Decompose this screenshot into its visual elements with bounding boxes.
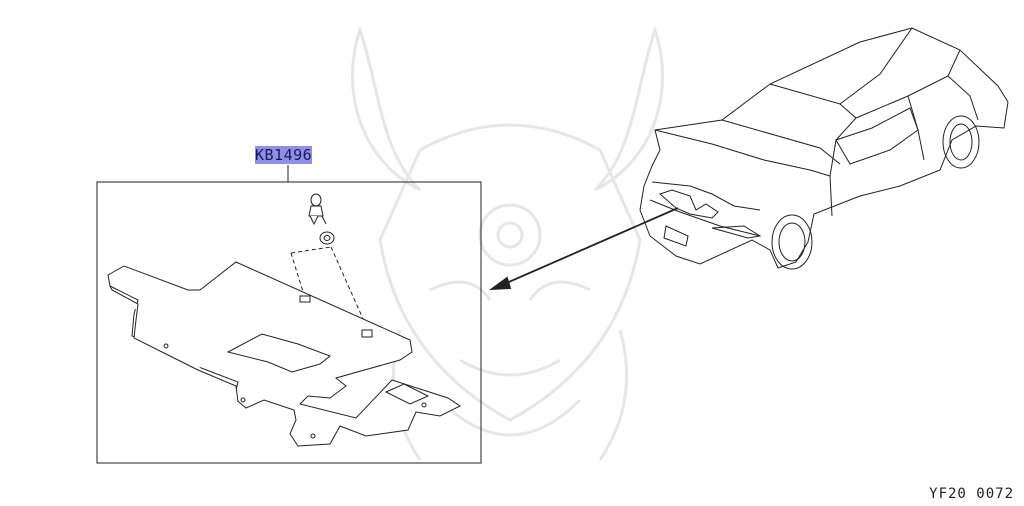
location-arrow xyxy=(489,207,679,291)
assembly-dashed-lines xyxy=(290,246,369,331)
detail-box xyxy=(96,181,482,464)
part-number-label[interactable]: KB1496 xyxy=(252,145,315,165)
washer-icon xyxy=(319,231,335,245)
diagram-code: YF20 0072 xyxy=(929,486,1014,502)
part-number-text: KB1496 xyxy=(255,146,313,164)
car-outline-icon xyxy=(639,27,1009,270)
clip-fastener-icon xyxy=(308,193,327,226)
splash-shield-plate xyxy=(107,261,461,447)
